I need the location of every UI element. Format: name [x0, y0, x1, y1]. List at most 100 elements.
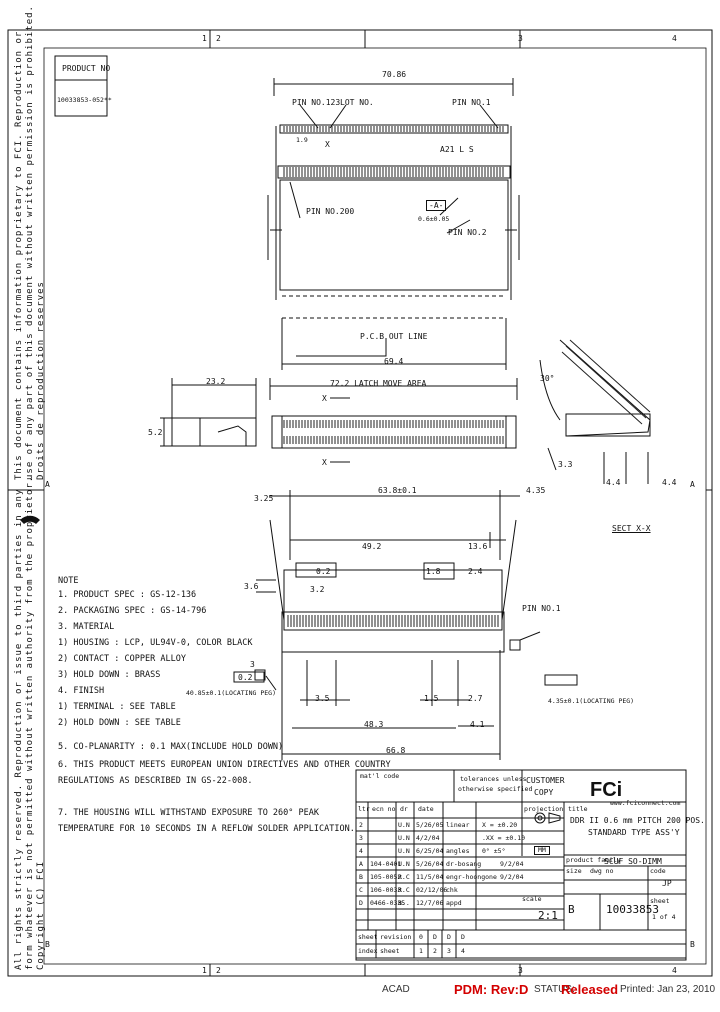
- tb-product-family: SCUF SO-DIMM: [604, 857, 662, 866]
- tb-row-ltr: A: [359, 860, 363, 868]
- tb-revision-label: revision: [380, 933, 412, 941]
- label-locating-left: 40.85±0.1(LOCATING PEG): [186, 689, 277, 697]
- note-line: 5. CO-PLANARITY : 0.1 MAX(INCLUDE HOLD D…: [58, 742, 284, 752]
- tb-row-dr: U.N: [398, 860, 410, 868]
- tb-copy: COPY: [534, 788, 554, 797]
- dim-1-8: 1.8: [426, 567, 441, 576]
- dim-3-25: 3.25: [254, 494, 274, 503]
- side-text-3: Copyright (C) FCI: [36, 860, 46, 970]
- tb-row-ecn: 0466-0335: [370, 899, 406, 907]
- note-line: REGULATIONS AS DESCRIBED IN GS-22-008.: [58, 776, 253, 786]
- label-pin-123: PIN NO.123: [292, 98, 341, 107]
- label-pin-200: PIN NO.200: [306, 207, 355, 216]
- inner-frame: [43, 47, 707, 965]
- label-locating-right: 4.35±0.1(LOCATING PEG): [548, 697, 635, 705]
- dim-3: 3: [250, 660, 255, 669]
- section-mark-x-bottom: X: [322, 458, 327, 467]
- tb-row-ltr: C: [359, 886, 363, 894]
- tb-material-code: mat'l code: [360, 772, 400, 780]
- contact-row-top: [283, 126, 504, 132]
- dim-13-6: 13.6: [468, 542, 488, 551]
- tb-index-label: index: [358, 947, 378, 955]
- dim-23-2: 23.2: [206, 377, 226, 386]
- tb-row-date: 02/12/06: [416, 886, 448, 894]
- col-mark-2: 2: [216, 34, 221, 43]
- tb-row-dr: U.N: [398, 847, 410, 855]
- footer-acad: ACAD: [382, 984, 410, 995]
- row-mark-a-right: A: [690, 480, 695, 489]
- tb-row-date: 12/7/06: [416, 899, 444, 907]
- symbol-xx: X: [325, 140, 330, 149]
- tb-revision-value: D: [461, 933, 465, 941]
- tb-row-tol-label: linear: [446, 821, 470, 829]
- tb-row-date: 6/25/04: [416, 847, 444, 855]
- tb-tolerances: tolerances unless: [460, 775, 527, 783]
- tb-title-line2: STANDARD TYPE ASS'Y: [588, 828, 680, 837]
- tb-sheet-num: 1: [419, 947, 423, 955]
- tb-website: www.fciconnect.com: [610, 799, 681, 807]
- tb-row-sign-date: 9/2/04: [500, 873, 524, 881]
- dim-4-4-a: 4.4: [606, 478, 621, 487]
- footer-status: Released: [561, 982, 619, 997]
- tb-row-date: 11/5/04: [416, 873, 444, 881]
- side-text-1: All rights strictly reserved. Reproducti…: [14, 488, 24, 970]
- label-a21: A21 L S: [440, 145, 474, 154]
- tb-rev-header-ecn: ecn no: [372, 805, 396, 813]
- tb-revision-value: D: [433, 933, 437, 941]
- footer-pdm: PDM: Rev:D: [454, 982, 529, 997]
- tb-dwg-label: dwg no: [590, 867, 614, 875]
- section-label: SECT X-X: [612, 524, 651, 533]
- tb-row-dr: U.N: [398, 834, 410, 842]
- tb-sheet: 1 of 4: [652, 913, 676, 921]
- dim-3-2: 3.2: [310, 585, 325, 594]
- note-line: 4. FINISH: [58, 686, 105, 696]
- dim-63-8: 63.8±0.1: [378, 486, 417, 495]
- tb-row-ltr: D: [359, 899, 363, 907]
- tb-scale: 2:1: [538, 909, 558, 922]
- side-text-4: This document contains information propr…: [14, 30, 24, 480]
- col-mark-1-bottom: 1: [202, 966, 207, 975]
- tb-row-sign-date: 9/2/04: [500, 860, 524, 868]
- row-mark-b-right: B: [690, 940, 695, 949]
- tb-sheet-num: 4: [461, 947, 465, 955]
- tb-sheet-label: sheet: [650, 897, 670, 905]
- side-text-2: form whatever is not permitted without w…: [25, 475, 35, 970]
- label-pcb-outline: P.C.B OUT LINE: [360, 332, 428, 341]
- dim-1-9: 1.9: [296, 136, 308, 144]
- col-mark-3-bottom: 3: [518, 966, 523, 975]
- section-hatch: [561, 339, 651, 425]
- tb-scale-label: scale: [522, 895, 542, 903]
- tb-sheet-num: 3: [447, 947, 451, 955]
- note-line: 2) CONTACT : COPPER ALLOY: [58, 654, 186, 664]
- label-pin1-mark: PIN NO.1: [522, 604, 561, 613]
- tb-revision-value: 0: [419, 933, 423, 941]
- dim-3-3: 3.3: [558, 460, 573, 469]
- row-mark-b: B: [45, 940, 50, 949]
- col-mark-1: 1: [202, 34, 207, 43]
- tb-row-tol-value: X = ±0.20: [482, 821, 518, 829]
- tb-row-signer: engr-hoongone: [446, 873, 497, 881]
- dim-4-1: 4.1: [470, 720, 485, 729]
- contact-row-bottom: [287, 615, 499, 627]
- tb-row-dr: R.C: [398, 873, 410, 881]
- fci-logo-side-mark: [20, 515, 40, 524]
- fci-logo-title: FCi: [590, 779, 622, 801]
- label-lot-no: LOT NO.: [340, 98, 374, 107]
- tb-row-ecn: 105-0052: [370, 873, 402, 881]
- tb-code: JP: [662, 879, 672, 888]
- side-text-5: use of any part of this document without…: [25, 5, 35, 480]
- tb-unit: MM: [534, 846, 550, 855]
- dim-1-5: 1.5: [424, 694, 439, 703]
- tb-code-label: code: [650, 867, 666, 875]
- tol-0-2-b: 0.2: [238, 673, 253, 682]
- tb-rev-header-date: date: [418, 805, 434, 813]
- tb-row-ecn: 106-0033: [370, 886, 402, 894]
- dim-49-2: 49.2: [362, 542, 382, 551]
- dim-2-7: 2.7: [468, 694, 483, 703]
- product-box-title: PRODUCT NO: [62, 64, 111, 73]
- footer-status-label: STATUS:: [534, 984, 575, 995]
- tb-row-dr: U.N: [398, 821, 410, 829]
- tb-row-tol-label: angles: [446, 847, 470, 855]
